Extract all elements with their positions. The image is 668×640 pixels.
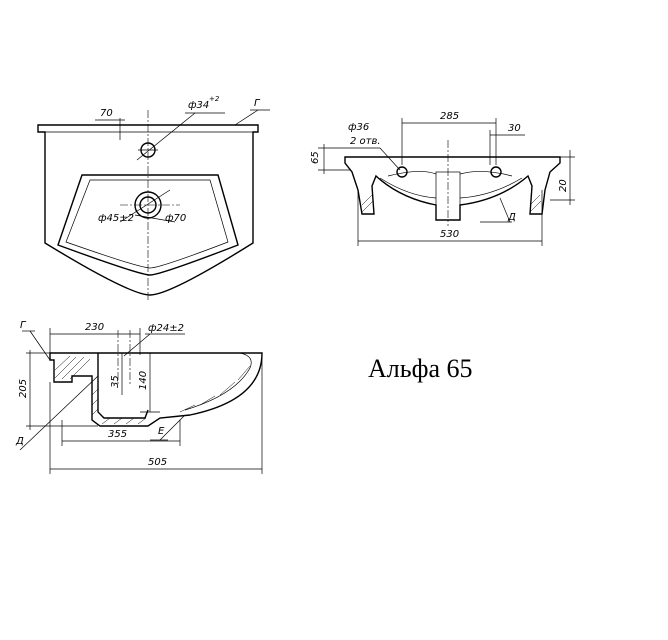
side-view-outline	[49, 352, 263, 427]
dim-24-label: ф24±2	[148, 323, 184, 334]
label-g-side: Г	[20, 320, 27, 331]
dim-holes-label: 2 отв.	[350, 136, 381, 147]
dim-drain-outer-label: ф70	[165, 213, 186, 224]
g-leader-top	[234, 109, 259, 126]
side-view-back-wall	[97, 353, 149, 419]
drain-leader-left	[119, 189, 171, 223]
front-view-outline	[344, 156, 561, 221]
dim-36-label: ф36	[348, 122, 369, 133]
dim-drain-label: ф45±2	[98, 213, 134, 224]
drain-leader-right	[134, 214, 176, 223]
dim-355-label: 355	[108, 429, 127, 440]
tap-hole-leader	[136, 112, 196, 161]
dim-24-leader	[123, 333, 151, 357]
side-view-hatch	[54, 355, 251, 425]
top-view-outline	[37, 124, 259, 296]
top-view-bowl	[57, 174, 239, 276]
top-view-bowl-inner	[65, 179, 229, 269]
front-view-bowl	[379, 177, 523, 199]
front-view: 285 30 ф36 2 отв. 65 20 530 Д	[310, 111, 575, 246]
dim-36-leader	[379, 147, 401, 171]
dim-140-label: 140	[138, 371, 149, 390]
side-view-bowl-inner	[110, 352, 252, 411]
side-view: Г 230 ф24±2 205 35 140 355 505 Д Е	[15, 320, 263, 474]
tap-hole-right	[490, 166, 502, 178]
d-leader-front	[499, 197, 511, 223]
dim-205-label: 205	[18, 379, 29, 398]
dim-505-label: 505	[148, 457, 167, 468]
dim-230-label: 230	[85, 322, 104, 333]
drawing-title: Альфа 65	[368, 354, 473, 383]
front-view-bowl-upper	[387, 171, 513, 177]
label-d-front: Д	[507, 212, 516, 223]
e-leader-side	[159, 415, 185, 441]
dim-tap-hole-tol-label: +2	[209, 95, 220, 103]
label-d-side: Д	[15, 436, 24, 447]
d-leader-side	[19, 375, 99, 451]
top-view: 70 ф34 +2 ф45±2 ф70 Г	[37, 95, 270, 300]
dim-65-label: 65	[310, 151, 321, 164]
g-leader-side	[29, 330, 51, 361]
dim-35-label: 35	[110, 375, 121, 388]
label-g-top: Г	[254, 98, 261, 109]
label-e-side: Е	[158, 426, 165, 437]
tap-hole-left	[396, 166, 408, 178]
front-view-hatch	[361, 194, 542, 213]
dim-530-label: 530	[440, 229, 459, 240]
drain-inner	[139, 196, 157, 214]
drain-outer	[134, 191, 162, 219]
dim-30-label: 30	[508, 123, 521, 134]
dim-70-label: 70	[100, 108, 113, 119]
dim-285-label: 285	[440, 111, 459, 122]
dim-tap-hole-label: ф34	[188, 100, 209, 111]
dim-20-label: 20	[558, 179, 569, 192]
